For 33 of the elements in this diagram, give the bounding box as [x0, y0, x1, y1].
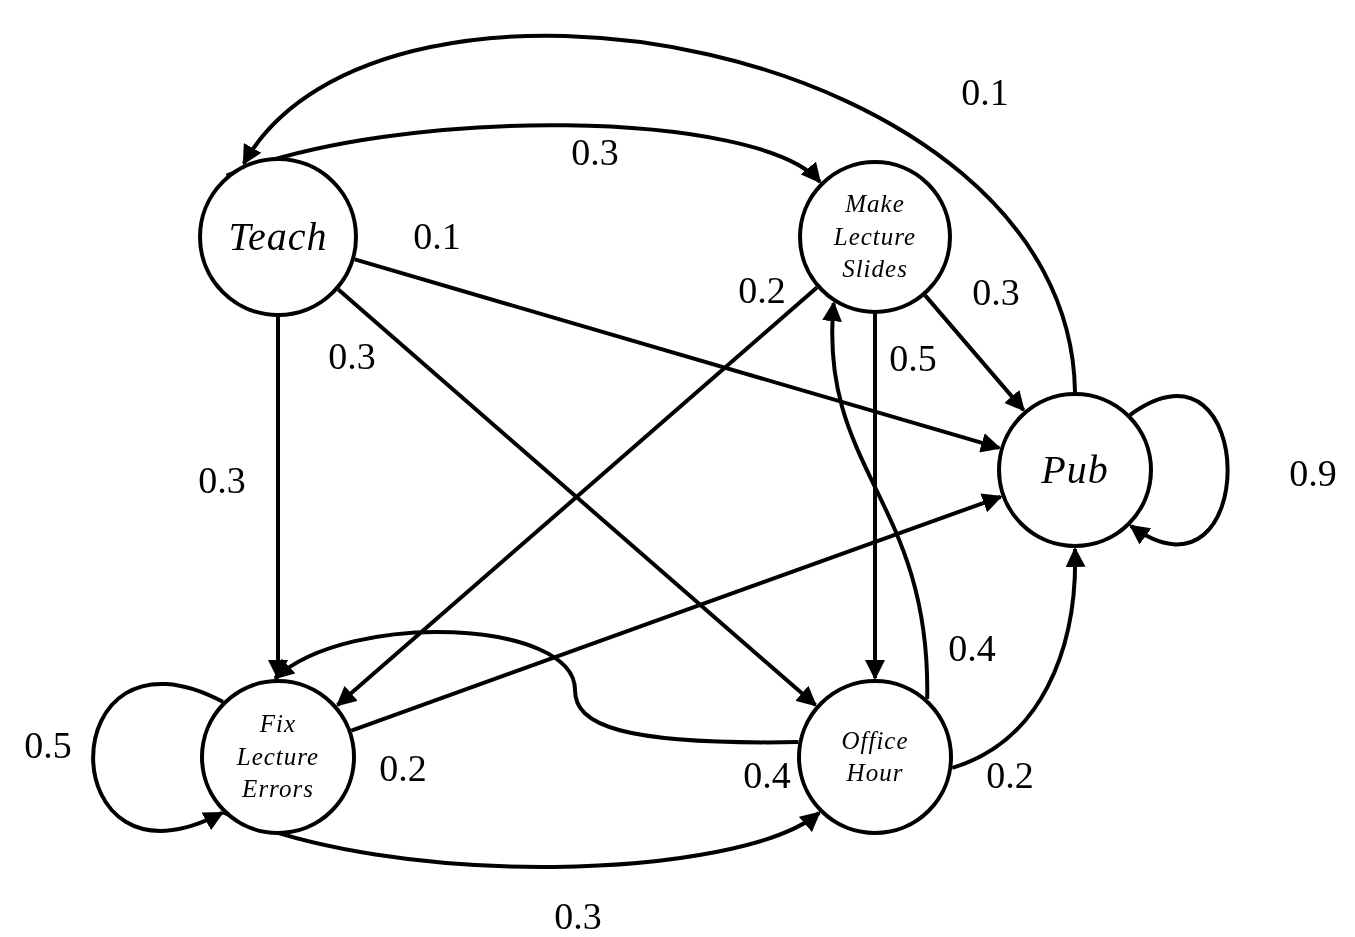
- arrow: [350, 493, 1003, 733]
- probability-label: 0.2: [738, 271, 786, 309]
- arrow: [823, 301, 930, 700]
- state-name: Teach: [228, 213, 328, 261]
- state-name: Make Lecture Slides: [832, 189, 918, 285]
- probability-label: 0.9: [1289, 454, 1337, 492]
- state-name: Office Hour: [840, 725, 910, 788]
- probability-label: 0.2: [379, 749, 427, 787]
- arrow: [951, 547, 1085, 770]
- probability-label: 0.3: [198, 461, 246, 499]
- arrow: [225, 123, 822, 184]
- arrow: [268, 317, 288, 680]
- arrow: [222, 810, 821, 869]
- probability-label: 0.4: [743, 756, 791, 794]
- arrow: [242, 34, 1077, 393]
- probability-label: 0.3: [328, 337, 376, 375]
- probability-label: 0.3: [571, 133, 619, 171]
- probability-label: 0.5: [24, 726, 72, 764]
- probability-label: 0.3: [972, 273, 1020, 311]
- arrow: [865, 314, 885, 680]
- probability-label: 0.2: [986, 756, 1034, 794]
- probability-label: 0.3: [554, 897, 602, 935]
- arrow: [91, 682, 224, 833]
- probability-label: 0.4: [948, 629, 996, 667]
- probability-label: 0.5: [889, 339, 937, 377]
- arrow: [354, 257, 1002, 453]
- state-name: Pub: [1041, 446, 1109, 494]
- probability-label: 0.1: [413, 217, 461, 255]
- state-name: Fix Lecture Errors: [235, 709, 321, 805]
- arrow: [1129, 394, 1230, 546]
- arrow: [273, 630, 799, 745]
- arrow: [923, 294, 1026, 412]
- probability-label: 0.1: [961, 73, 1009, 111]
